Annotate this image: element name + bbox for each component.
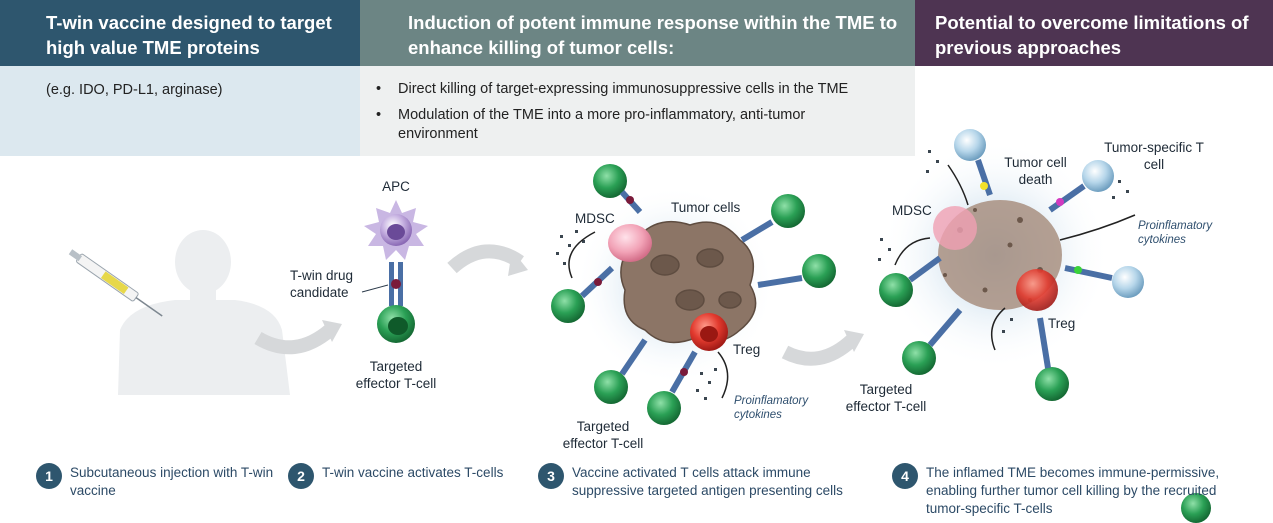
arrow-step3-4 [781, 334, 857, 366]
arrow-step1-2 [254, 324, 335, 355]
header-col3: Potential to overcome limitations of pre… [915, 0, 1273, 66]
mdsc-cell [608, 224, 652, 262]
header-col2-text: Induction of potent immune response with… [408, 12, 898, 58]
tcells-panel3 [551, 164, 836, 425]
bullet-dot: • [376, 81, 382, 97]
step-2-text: T-win vaccine activates T-cells [322, 465, 504, 480]
bullet-dot: • [376, 107, 382, 123]
col1-examples: (e.g. IDO, PD-L1, arginase) [46, 82, 223, 98]
syringe-icon [68, 249, 163, 317]
step-number-badge: 3 [538, 463, 564, 489]
tcell-p3-6 [647, 350, 698, 425]
label-tumor-death: Tumor cell death [1004, 155, 1067, 187]
step-1-text: Subcutaneous injection with T-win vaccin… [70, 465, 274, 498]
tcell-p3-3 [757, 254, 836, 288]
label-treg-4: Treg [1048, 316, 1076, 331]
cytokine-dots-p4 [878, 150, 1129, 333]
col1-subpanel [0, 66, 360, 156]
tcells-panel4 [879, 255, 1211, 523]
label-targeted-cell-4: Targeted effector T-cell [845, 382, 927, 414]
tcell-p3-1 [593, 164, 643, 215]
label-targeted-cell-2: Targeted effector T-cell [355, 359, 437, 391]
header-col2: Induction of potent immune response with… [360, 0, 915, 66]
step-number-badge: 2 [288, 463, 314, 489]
header-col1-text: T-win vaccine designed to target high va… [46, 12, 332, 58]
step-number-badge: 1 [36, 463, 62, 489]
tcell-p4-2 [902, 308, 963, 375]
header-col3-text: Potential to overcome limitations of pre… [935, 12, 1249, 58]
label-twin-drug: T-win drug candidate [290, 268, 354, 300]
bullet-1-text: Direct killing of target-expressing immu… [398, 81, 849, 97]
col2-subpanel [360, 66, 915, 156]
human-silhouette [118, 230, 290, 395]
treg-cell-p4 [1016, 269, 1058, 311]
tcell-p4-4 [1181, 493, 1211, 523]
tumor-cluster [620, 220, 757, 344]
step-number-badge: 4 [892, 463, 918, 489]
apc-cell [364, 200, 428, 260]
tcell-p3-4 [551, 265, 615, 323]
tcell-p4-1 [879, 255, 942, 307]
label-tumor-specific: Tumor-specific T cell [1104, 140, 1204, 172]
bullet-2-text: Modulation of the TME into a more pro-in… [398, 107, 806, 142]
twin-molecule [361, 262, 403, 306]
label-apc: APC [382, 179, 410, 194]
label-cytokines-3: Proinflamatory cytokines [734, 395, 809, 421]
label-mdsc-4: MDSC [892, 203, 932, 218]
mdsc-cell-p4 [933, 206, 977, 250]
tcell-p3-5 [594, 338, 648, 404]
cytokine-dots-p3 [556, 230, 717, 400]
label-treg-3: Treg [733, 342, 761, 357]
header-col1: T-win vaccine designed to target high va… [0, 0, 360, 66]
step-3-text: Vaccine activated T cells attack immune … [572, 465, 843, 498]
tcell-p3-2 [740, 194, 805, 243]
label-targeted-cell-3: Targeted effector T-cell [562, 419, 644, 451]
label-tumor-cells: Tumor cells [671, 200, 741, 215]
tcell-p4-3 [1035, 317, 1069, 401]
label-cytokines-4: Proinflamatory cytokines [1138, 220, 1213, 246]
label-mdsc-3: MDSC [575, 211, 615, 226]
step-4-text: The inflamed TME becomes immune-permissi… [926, 465, 1220, 516]
tumor-specific-tcells [954, 129, 1144, 298]
